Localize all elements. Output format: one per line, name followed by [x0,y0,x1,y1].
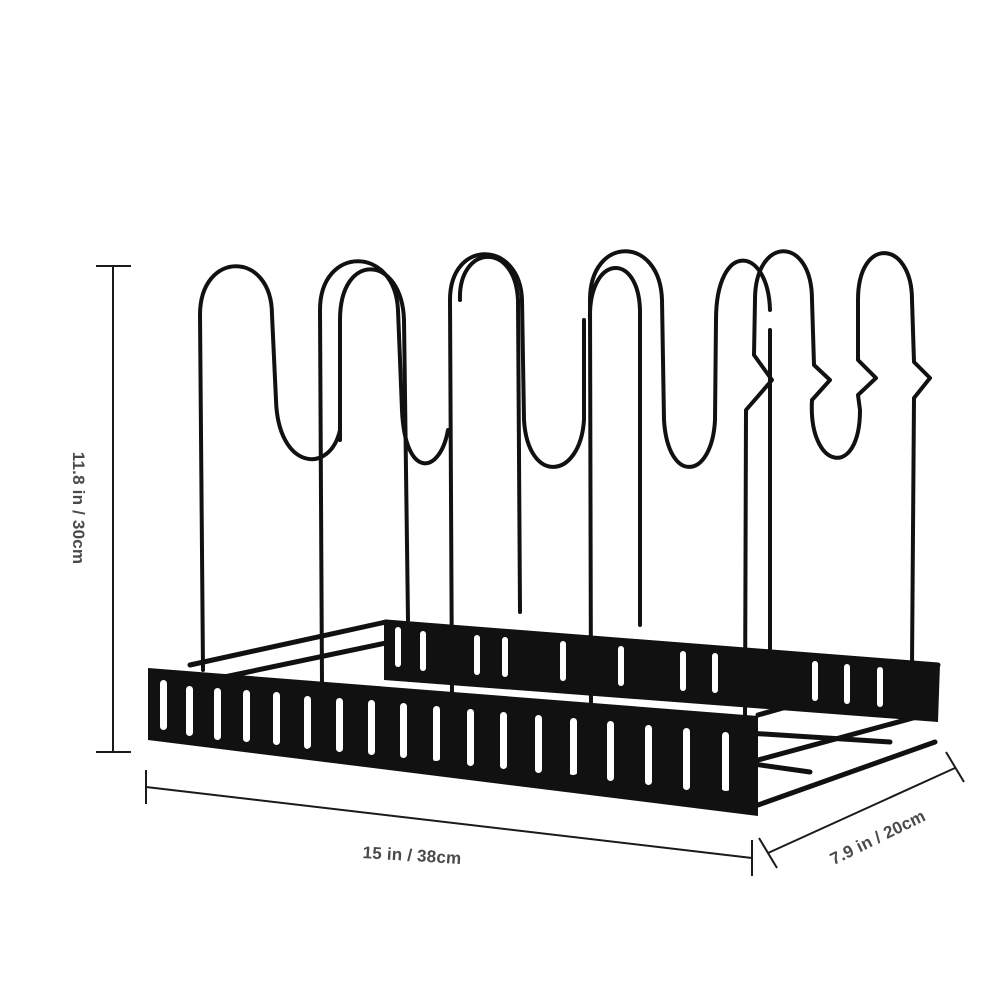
width-dimension-line [145,770,753,876]
front-base-plate [148,668,758,816]
divider-8 [743,249,932,720]
back-base-plate [384,620,940,722]
front-plate-slots [160,680,729,795]
depth-dimension-line [758,751,965,869]
divider-4 [448,252,586,694]
wire-dividers [198,249,932,720]
divider-1 [198,264,342,672]
divider-feet [178,681,736,795]
divider-2 [318,259,450,687]
divider-6 [588,249,772,707]
divider-5 [457,254,522,614]
divider-7 [587,266,642,627]
height-dimension-label: 11.8 in / 30cm [69,451,88,565]
height-dimension-line [96,265,131,753]
divider-3 [338,267,410,622]
